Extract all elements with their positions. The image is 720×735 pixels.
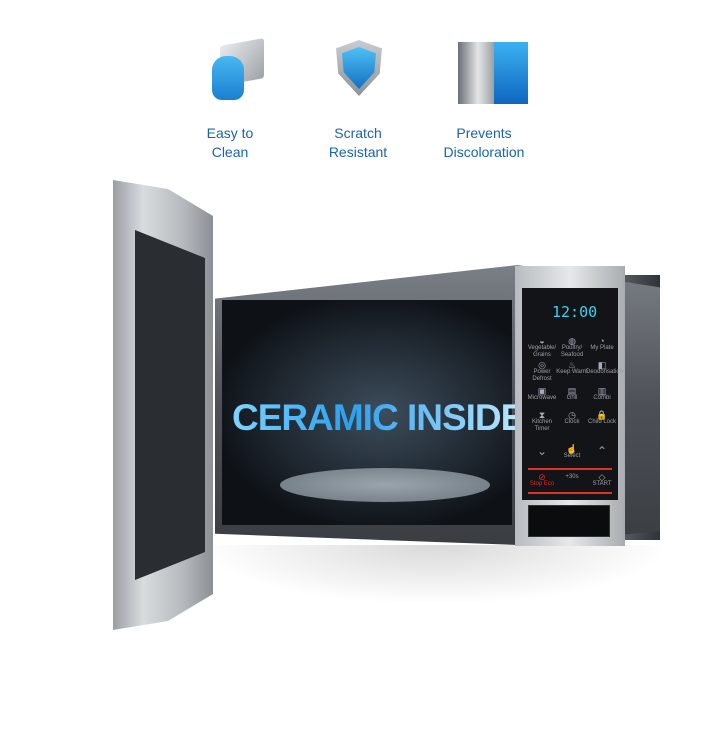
- panel-button-label: Child Lock: [587, 419, 616, 425]
- panel-button[interactable]: ▤Grill: [556, 386, 588, 402]
- panel-button[interactable]: ⧗Kitchen Timer: [526, 410, 558, 433]
- clock-display: 12:00: [552, 303, 598, 321]
- panel-button-label: Select: [563, 453, 581, 459]
- panel-button-label: Kitchen Timer: [531, 419, 552, 432]
- feature-label: Easy to: [206, 125, 254, 141]
- down-arrow-button[interactable]: ⌄: [536, 444, 548, 458]
- shield-icon: [318, 38, 398, 110]
- panel-button-icon: ◒: [539, 336, 545, 346]
- panel-button-label: Clock: [564, 419, 580, 425]
- panel-button[interactable]: ◧Deodorisation: [586, 360, 623, 376]
- panel-button-label: Combi: [593, 395, 611, 401]
- panel-button-icon: ◎: [538, 360, 546, 370]
- feature-label: Prevents: [456, 125, 512, 141]
- ceramic-inside-headline: CERAMIC INSIDE: [232, 397, 525, 438]
- door-inner-panel: [135, 230, 205, 580]
- panel-button-icon: ◍: [568, 336, 576, 346]
- panel-button-icon: ☝: [566, 444, 578, 454]
- panel-button-label: +30s: [565, 474, 579, 480]
- feature-label: Scratch: [334, 125, 382, 141]
- feature-label: Resistant: [328, 144, 388, 160]
- discoloration-panel-icon: [444, 38, 528, 110]
- door-release-window[interactable]: [528, 505, 610, 537]
- panel-button-icon: ⧗: [538, 410, 546, 420]
- panel-button-icon: ♨: [567, 360, 577, 370]
- panel-accent-line: [528, 492, 612, 494]
- panel-button[interactable]: ▣Microwave: [526, 386, 558, 402]
- turntable-plate: [280, 468, 490, 502]
- panel-button-icon: ◔: [599, 336, 605, 346]
- hand-wipe-icon: [190, 38, 270, 110]
- panel-button-icon: ◇: [598, 472, 606, 482]
- panel-button-icon: ◷: [568, 410, 576, 420]
- panel-button[interactable]: ♨Keep Warm: [556, 360, 588, 376]
- panel-button[interactable]: ◷Clock: [556, 410, 588, 426]
- panel-button[interactable]: ◇START: [586, 472, 618, 488]
- panel-button-label: Microwave: [527, 395, 557, 401]
- panel-button[interactable]: ◎Power Defrost: [526, 360, 558, 383]
- control-panel: [522, 288, 618, 500]
- panel-button-label: Deodorisation: [586, 369, 624, 375]
- panel-button-label: Keep Warm: [556, 369, 588, 375]
- feature-label: Discoloration: [443, 144, 525, 160]
- panel-button-icon: ⊘: [538, 472, 546, 482]
- panel-button-icon: ▣: [537, 386, 547, 396]
- panel-button[interactable]: ☝Select: [556, 444, 588, 460]
- panel-button-icon: ▤: [567, 386, 577, 396]
- feature-label: Clean: [211, 144, 249, 160]
- panel-button[interactable]: ◍Poultry/ Seafood: [556, 336, 588, 359]
- panel-button-label: Stop Eco: [529, 481, 555, 487]
- panel-button-label: START: [592, 481, 612, 487]
- up-arrow-button[interactable]: ⌃: [596, 444, 608, 458]
- panel-button-label: Power Defrost: [532, 369, 552, 382]
- panel-button[interactable]: ▥Combi: [586, 386, 618, 402]
- panel-button-icon: ◧: [597, 360, 607, 370]
- panel-button-icon: ▥: [597, 386, 607, 396]
- panel-button[interactable]: ⊘Stop Eco: [526, 472, 558, 488]
- panel-button-icon: 🔒: [596, 410, 608, 420]
- panel-button[interactable]: ◒Vegetable/ Grains: [526, 336, 558, 359]
- feature-easy-clean: Easy to Clean: [175, 38, 285, 162]
- panel-button-label: Poultry/ Seafood: [560, 345, 584, 358]
- panel-accent-line: [528, 468, 612, 470]
- floor-shadow: [200, 545, 670, 605]
- panel-button-label: My Plate: [590, 345, 614, 351]
- panel-button[interactable]: +30s: [556, 474, 588, 481]
- panel-button[interactable]: ◔My Plate: [586, 336, 618, 352]
- panel-button-label: Grill: [566, 395, 578, 401]
- panel-button[interactable]: 🔒Child Lock: [586, 410, 618, 426]
- panel-button-label: Vegetable/ Grains: [527, 345, 557, 358]
